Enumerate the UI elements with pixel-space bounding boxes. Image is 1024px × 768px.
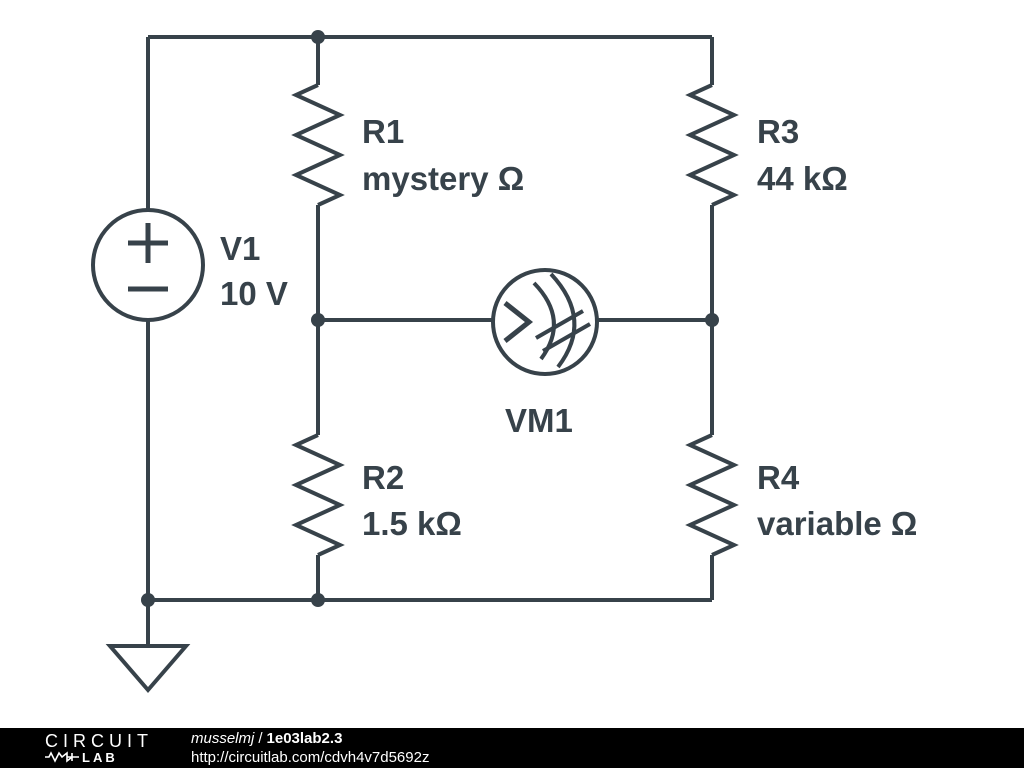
vm1-ref-label: VM1 [505, 402, 573, 439]
plus-sign-icon [128, 223, 168, 263]
r2-ref-label: R2 [362, 459, 404, 496]
circuitlab-logo-circuit: CIRCUIT [45, 730, 153, 751]
voltage-source-body [91, 208, 205, 322]
v1-ref-label: V1 [220, 230, 260, 267]
junction-dots [141, 30, 719, 607]
resistor-r2: R2 1.5 kΩ [291, 433, 462, 557]
resistor-glyph-icon [45, 751, 79, 764]
junction-dot [311, 593, 325, 607]
v1-value-label: 10 V [220, 275, 288, 312]
circuitlab-logo-lab: LAB [82, 749, 118, 765]
resistor-zigzag [685, 433, 739, 557]
resistor-r1: R1 mystery Ω [291, 83, 524, 207]
voltmeter-vm1: VM1 [491, 268, 599, 439]
r3-ref-label: R3 [757, 113, 799, 150]
r3-value-label: 44 kΩ [757, 160, 848, 197]
r1-value-label: mystery Ω [362, 160, 524, 197]
ground-symbol [105, 600, 191, 694]
r4-value-label: variable Ω [757, 505, 917, 542]
circuit-title: 1e03lab2.3 [266, 729, 343, 747]
r1-ref-label: R1 [362, 113, 404, 150]
resistor-r3: R3 44 kΩ [685, 83, 848, 207]
junction-dot [311, 313, 325, 327]
junction-dot [311, 30, 325, 44]
r2-value-label: 1.5 kΩ [362, 505, 462, 542]
voltmeter-arrow-icon [503, 301, 534, 343]
voltage-source-v1: V1 10 V [91, 208, 288, 322]
voltmeter-scale-arc-outer [549, 272, 577, 369]
resistor-zigzag [291, 433, 345, 557]
resistor-zigzag [685, 83, 739, 207]
footer-meta: musselmj/1e03lab2.3 http://circuitlab.co… [191, 729, 429, 768]
attribution-separator: / [258, 729, 263, 747]
circuit-url: http://circuitlab.com/cdvh4v7d5692z [191, 749, 430, 766]
circuitlab-logo: CIRCUIT LAB [45, 730, 153, 765]
voltmeter-body [491, 268, 599, 376]
junction-dot [141, 593, 155, 607]
junction-dot [705, 313, 719, 327]
ground-triangle-icon [105, 644, 191, 694]
circuit-attribution: musselmj/1e03lab2.3 [191, 729, 429, 749]
author-name: musselmj [191, 729, 255, 747]
circuit-canvas: V1 10 V R1 mystery Ω R3 44 kΩ R2 1.5 kΩ … [91, 30, 918, 694]
voltmeter-scale-ticks [535, 309, 591, 353]
resistor-r4: R4 variable Ω [685, 433, 917, 557]
r4-ref-label: R4 [757, 459, 800, 496]
footer-bar: CIRCUIT LAB musselmj/1e03lab2.3 http://c… [0, 728, 1024, 768]
resistor-zigzag [291, 83, 345, 207]
